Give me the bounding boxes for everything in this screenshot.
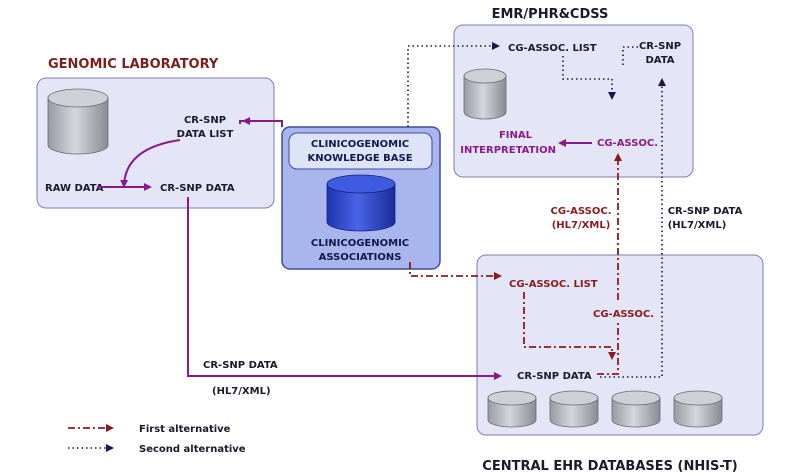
knowledge-base-title-line1: CLINICOGENOMIC — [311, 139, 409, 150]
ehr-database-icon-4 — [673, 390, 723, 428]
emr-box — [453, 24, 694, 178]
legend-first-alternative-label: First alternative — [139, 424, 231, 435]
genomic-lab-title: GENOMIC LABORATORY — [48, 57, 219, 72]
bottom-hl7-xml-label: (HL7/XML) — [212, 386, 271, 397]
emr-cg-assoc-label: CG-ASSOC. — [597, 138, 658, 149]
cg-assoc-hl7-label-line2: (HL7/XML) — [552, 220, 611, 231]
genomic-lab-database-icon — [47, 88, 109, 155]
cg-assoc-hl7-label-line1: CG-ASSOC. — [550, 206, 611, 217]
first-alternative-arrows — [409, 153, 622, 375]
emr-database-icon — [463, 68, 507, 120]
purple-flow-arrows — [98, 117, 592, 380]
lab-cr-snp-data-label: CR-SNP DATA — [160, 183, 235, 194]
ehr-database-icon-3 — [611, 390, 661, 428]
legend-second-alternative-label: Second alternative — [139, 444, 246, 455]
emr-cr-snp-to-assoc-line — [622, 46, 638, 68]
central-ehr-title: CENTRAL EHR DATABASES (NHIS-T) — [482, 459, 737, 474]
knowledge-base-title-line2: KNOWLEDGE BASE — [307, 153, 412, 164]
knowledge-base-database-icon — [326, 174, 396, 232]
ehr-cg-assoc-label: CG-ASSOC. — [593, 309, 654, 320]
raw-data-label: RAW DATA — [45, 183, 104, 194]
data-list-to-raw-data-arrow — [120, 139, 181, 188]
emr-list-to-assoc-arrow — [562, 56, 616, 100]
final-interpretation-line1: FINAL — [499, 130, 533, 141]
ehr-cg-assoc-list-label: CG-ASSOC. LIST — [509, 279, 598, 290]
lab-to-ehr-arrow — [187, 197, 502, 380]
knowledge-base-header — [288, 132, 433, 170]
emr-cr-snp-data-line2: DATA — [645, 55, 674, 66]
cr-snp-data-list-label-line1: CR-SNP — [184, 115, 226, 126]
clinicogenomic-associations-line2: ASSOCIATIONS — [319, 252, 402, 263]
emr-title: EMR/PHR&CDSS — [492, 7, 609, 22]
kb-to-emr-list-arrow — [407, 42, 500, 127]
cr-snp-data-list-label-line2: DATA LIST — [177, 129, 234, 140]
ehr-cr-snp-to-assoc-line — [597, 322, 619, 375]
emr-cg-assoc-list-label: CG-ASSOC. LIST — [508, 43, 597, 54]
clinicogenomic-associations-line1: CLINICOGENOMIC — [311, 238, 409, 249]
cr-snp-hl7-label-line1: CR-SNP DATA — [668, 206, 743, 217]
kb-to-ehr-list-arrow — [409, 262, 502, 280]
ehr-database-icon-2 — [549, 390, 599, 428]
bottom-cr-snp-data-label: CR-SNP DATA — [203, 360, 278, 371]
legend: First alternative Second alternative — [68, 424, 246, 455]
ehr-cr-snp-data-label: CR-SNP DATA — [517, 371, 592, 382]
emr-cr-snp-data-line1: CR-SNP — [639, 41, 681, 52]
second-alternative-arrows — [407, 42, 666, 378]
final-interpretation-line2: INTERPRETATION — [460, 145, 556, 156]
ehr-database-icon-1 — [487, 390, 537, 428]
cr-snp-hl7-label-line2: (HL7/XML) — [668, 220, 727, 231]
central-ehr-box — [476, 254, 764, 436]
